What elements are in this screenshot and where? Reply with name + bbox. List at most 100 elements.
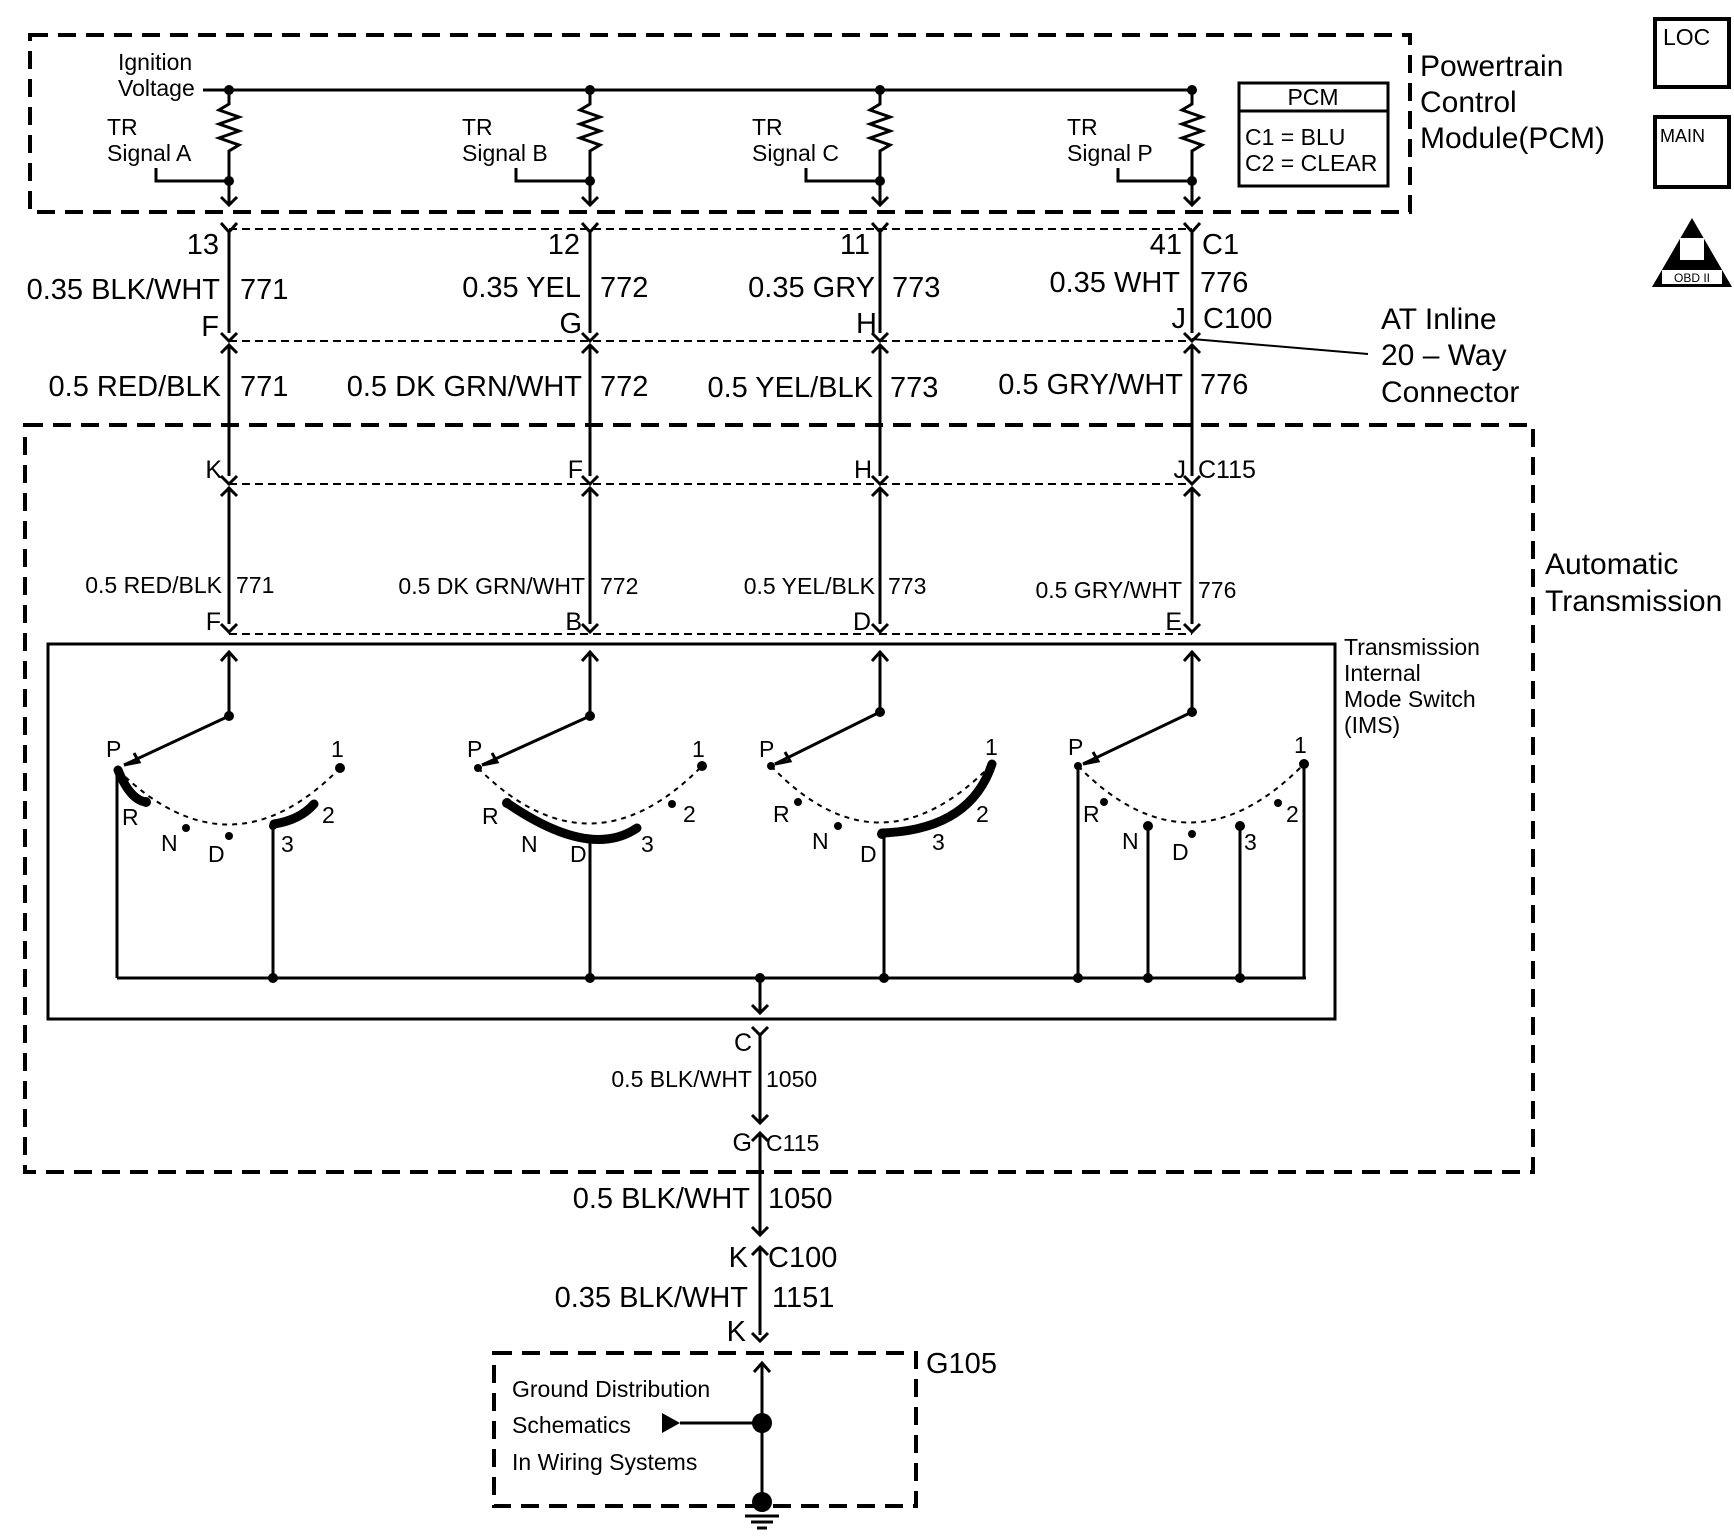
tr-label-a: TR bbox=[107, 114, 138, 140]
c100-pin-g: G bbox=[559, 308, 582, 340]
wire-773-circuit: 773 bbox=[892, 272, 940, 304]
inner-776-gauge: 0.5 GRY/WHT bbox=[1035, 577, 1182, 603]
g105-internal: Ground Distribution Schematics In Wiring… bbox=[512, 1360, 779, 1530]
inner-773-circuit: 773 bbox=[888, 573, 926, 599]
pos-1-b: 1 bbox=[692, 736, 705, 762]
tr-label-c: TR bbox=[752, 114, 783, 140]
pos-r-b: R bbox=[482, 803, 499, 829]
g105-box bbox=[492, 1351, 918, 1508]
ground-wire1-gauge: 0.5 BLK/WHT bbox=[573, 1183, 751, 1215]
pos-2-c: 2 bbox=[976, 801, 989, 827]
c100-pin-h: H bbox=[856, 308, 877, 340]
pos-3-b: 3 bbox=[641, 831, 654, 857]
wire-772-circuit: 772 bbox=[600, 272, 648, 304]
svg-text:OBD II: OBD II bbox=[1674, 271, 1710, 285]
g105-pin-k: K bbox=[727, 1316, 747, 1348]
ims-pin-d: D bbox=[853, 608, 871, 636]
ims-ground-circuit: 1050 bbox=[766, 1066, 817, 1092]
wire-772-gauge: 0.35 YEL bbox=[462, 272, 581, 304]
c115-connector: K F H J C115 bbox=[205, 456, 1256, 498]
c100-ground-label: C100 bbox=[768, 1242, 837, 1274]
obd-ii-icon: OBD II bbox=[1652, 218, 1732, 287]
ignition-label-line2: Voltage bbox=[118, 75, 195, 101]
pcm-title-line1: Powertrain bbox=[1420, 50, 1563, 83]
pcm-key-title: PCM bbox=[1287, 84, 1338, 110]
inner-771-circuit: 771 bbox=[236, 572, 274, 598]
c100-c115-wires: 0.5 RED/BLK 771 0.5 DK GRN/WHT 772 0.5 Y… bbox=[49, 345, 1248, 476]
ims-pin-f: F bbox=[206, 608, 221, 636]
ims-title-line2: Internal bbox=[1344, 660, 1421, 686]
g105-label: G105 bbox=[926, 1348, 997, 1380]
pos-2-b: 2 bbox=[683, 801, 696, 827]
c100-ground-pin-k: K bbox=[729, 1242, 749, 1274]
c115-ground-label: C115 bbox=[766, 1130, 819, 1156]
ground-path: C 0.5 BLK/WHT 1050 G C115 0.5 BLK/WHT 10… bbox=[555, 973, 837, 1348]
c100-callout-line1: AT Inline bbox=[1381, 303, 1497, 336]
c100-callout-line bbox=[1191, 338, 1369, 355]
pos-d-b: D bbox=[570, 841, 587, 867]
c1-pin-13: 13 bbox=[187, 229, 219, 261]
ignition-label-line1: Ignition bbox=[118, 49, 192, 75]
pos-3-a: 3 bbox=[281, 831, 294, 857]
ims-switch-b: P R N D 3 2 1 bbox=[467, 649, 707, 983]
c115-pin-k: K bbox=[205, 456, 222, 484]
c1-connector: 13 12 11 41 C1 bbox=[187, 222, 1239, 261]
pos-1-c: 1 bbox=[985, 734, 998, 760]
harness-771-circuit: 771 bbox=[240, 371, 288, 403]
pos-d-p: D bbox=[1172, 839, 1189, 865]
automatic-transmission-box bbox=[23, 423, 1535, 1174]
at-title-line1: Automatic bbox=[1545, 548, 1678, 581]
wire-771-circuit: 771 bbox=[240, 274, 288, 306]
ims-box bbox=[46, 642, 1337, 1021]
inner-772-circuit: 772 bbox=[600, 573, 638, 599]
wire-771-gauge: 0.35 BLK/WHT bbox=[27, 274, 221, 306]
c115-pin-h: H bbox=[854, 456, 872, 484]
c1-pin-11: 11 bbox=[840, 229, 870, 261]
ims-title-line1: Transmission bbox=[1344, 634, 1480, 660]
pcm-title-line3: Module(PCM) bbox=[1420, 122, 1605, 155]
harness-776-circuit: 776 bbox=[1200, 369, 1248, 401]
c115-label: C115 bbox=[1198, 456, 1256, 484]
inner-772-gauge: 0.5 DK GRN/WHT bbox=[398, 573, 585, 599]
signal-label-p: Signal P bbox=[1067, 140, 1153, 166]
harness-773-circuit: 773 bbox=[890, 372, 938, 404]
c1-pin-12: 12 bbox=[548, 229, 580, 261]
svg-text:LOC: LOC bbox=[1663, 24, 1710, 50]
main-icon: MAIN bbox=[1653, 115, 1731, 189]
ground-wire2-gauge: 0.35 BLK/WHT bbox=[555, 1282, 749, 1314]
c100-connector: F G H J C100 AT Inline 20 – Way Connecto… bbox=[201, 303, 1519, 409]
pos-r-a: R bbox=[122, 804, 139, 830]
pos-r-c: R bbox=[773, 801, 790, 827]
c1-pin-41: 41 bbox=[1150, 229, 1182, 261]
pcm-box bbox=[28, 33, 1412, 214]
pos-p-p: P bbox=[1068, 734, 1083, 760]
inner-773-gauge: 0.5 YEL/BLK bbox=[744, 573, 876, 599]
pcm-title-line2: Control bbox=[1420, 86, 1517, 119]
pos-n-c: N bbox=[812, 828, 829, 854]
pos-p-a: P bbox=[106, 736, 121, 762]
pos-n-p: N bbox=[1122, 828, 1139, 854]
tr-label-p: TR bbox=[1067, 114, 1098, 140]
pcm-signal-a: TR Signal A bbox=[107, 85, 244, 208]
signal-label-b: Signal B bbox=[462, 140, 548, 166]
ground-wire2-circuit: 1151 bbox=[772, 1282, 834, 1314]
tr-label-b: TR bbox=[462, 114, 493, 140]
pos-n-a: N bbox=[161, 830, 178, 856]
harness-776-gauge: 0.5 GRY/WHT bbox=[998, 369, 1183, 401]
ground-ref-line2: Schematics bbox=[512, 1412, 631, 1438]
ground-ref-line3: In Wiring Systems bbox=[512, 1449, 697, 1475]
pcm-key-c2: C2 = CLEAR bbox=[1245, 150, 1377, 176]
ims-switch-a: P R N D 3 2 1 bbox=[106, 649, 345, 983]
harness-773-gauge: 0.5 YEL/BLK bbox=[707, 372, 873, 404]
harness-772-gauge: 0.5 DK GRN/WHT bbox=[347, 371, 583, 403]
ims-switch-p: P R N D 3 2 1 bbox=[1068, 649, 1309, 983]
wire-776-gauge: 0.35 WHT bbox=[1049, 267, 1180, 299]
pcm-signal-p: TR Signal P bbox=[1067, 85, 1207, 208]
loc-icon: LOC bbox=[1653, 17, 1731, 89]
c1-label: C1 bbox=[1202, 229, 1239, 261]
pos-n-b: N bbox=[521, 831, 538, 857]
signal-label-a: Signal A bbox=[107, 140, 192, 166]
pcm-signal-b: TR Signal B bbox=[462, 85, 605, 208]
pos-p-c: P bbox=[759, 736, 774, 762]
